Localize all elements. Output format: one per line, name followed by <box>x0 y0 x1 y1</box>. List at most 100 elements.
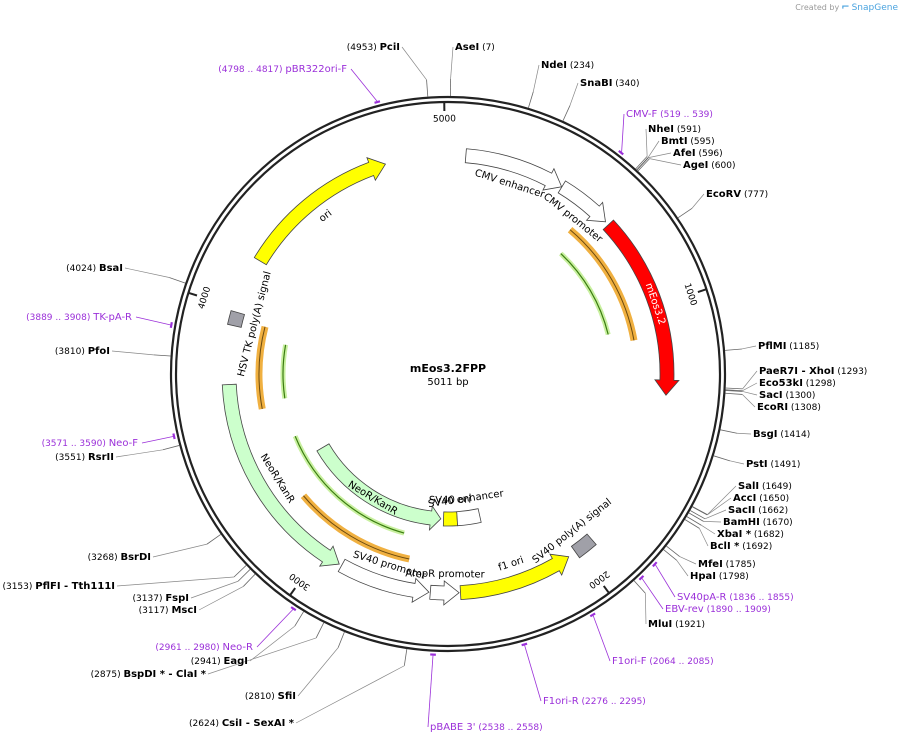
fsp-i-pos: (3137) <box>133 594 166 604</box>
bmt-i-enzyme: BmtI <box>661 136 688 147</box>
bsp-di-pos: (2875) <box>91 670 124 680</box>
sal-i-enzyme: SalI <box>738 481 759 492</box>
pfo-i-pos: (3810) <box>55 347 88 357</box>
pbabe-3-pos: (2538 .. 2558) <box>476 723 543 733</box>
eco-rv-tick <box>677 207 693 219</box>
f1ori-r-leader <box>524 645 542 702</box>
bmt-i-leader <box>647 140 660 158</box>
backbone-outer <box>169 95 727 653</box>
f1ori-r-pos: (2276 .. 2295) <box>579 697 646 707</box>
nhe-i-label: NheI (591) <box>648 124 701 135</box>
pae-r7i-tick <box>725 387 743 390</box>
ampr-promoter-arrow <box>429 580 460 606</box>
sv40-enhancer-arrow <box>456 508 482 527</box>
ampr-promoter-label: AmpR promoter <box>405 568 486 580</box>
bcl-i-tick <box>684 519 700 529</box>
neor-kanr-outer-arrow <box>221 383 340 567</box>
sna-bi-leader <box>569 82 579 106</box>
pfo-i-label: (3810) PfoI <box>55 346 110 357</box>
meos32-arrow <box>602 219 680 396</box>
sac-ii-tick <box>689 510 706 520</box>
pfl-mi-label: PflMI (1185) <box>758 341 819 352</box>
hpa-i-leader <box>676 560 689 577</box>
f1ori-r-name: F1ori-R <box>543 696 579 707</box>
msc-i-tick <box>243 573 256 587</box>
age-i-pos: (600) <box>708 161 735 171</box>
pfl-fi-extra: - Tth111I <box>61 581 115 592</box>
sac-ii-leader <box>704 509 727 520</box>
bsr-di-leader <box>152 543 208 558</box>
tk-pa-r-name: TK-pA-R <box>92 312 132 323</box>
mlu-i-leader <box>645 593 647 625</box>
sal-i-pos: (1649) <box>759 482 792 492</box>
tick-label: 5000 <box>433 114 456 124</box>
bam-hi-tick <box>688 512 704 522</box>
cmv-promoter-arrow <box>557 180 606 223</box>
sac-i-tick <box>725 390 743 392</box>
csi-i-leader <box>295 665 405 724</box>
neo-r-mark <box>290 606 297 612</box>
pst-i-pos: (1491) <box>768 460 801 470</box>
sac-ii-pos: (1662) <box>755 506 788 516</box>
snapgene-name: SnapGene <box>851 2 898 13</box>
bcl-i-enzyme: BclI * <box>710 541 740 552</box>
sv40-ori-label: SV40 ori <box>429 495 471 507</box>
pae-r7i-pos: (1293) <box>835 367 868 377</box>
msc-i-label: (3117) MscI <box>139 605 197 616</box>
eco-rv-pos: (777) <box>741 190 768 200</box>
bsa-i-leader <box>124 267 170 278</box>
eco53ki-pos: (1298) <box>803 379 836 389</box>
neo-f-label: (3571 .. 3590) Neo-F <box>42 438 139 449</box>
neo-r-pos: (2961 .. 2980) <box>155 643 222 653</box>
pci-i-label: (4953) PciI <box>347 42 400 53</box>
sac-ii-enzyme: SacII <box>728 505 755 516</box>
neo-f-name: Neo-F <box>109 438 139 449</box>
pci-i-enzyme: PciI <box>380 42 400 53</box>
neo-r-leader <box>256 609 294 648</box>
acc-i-label: AccI (1650) <box>733 493 789 504</box>
bsr-di-enzyme: BsrDI <box>120 552 151 563</box>
rsr-ii-label: (3551) RsrII <box>55 452 114 463</box>
bsa-i-tick <box>169 277 186 284</box>
pfo-i-leader <box>111 350 154 356</box>
rsr-ii-leader <box>115 449 163 458</box>
ebv-rev-name: EBV-rev <box>665 604 704 615</box>
xba-i-label: XbaI * (1682) <box>717 529 784 540</box>
pbr322ori-f-name: pBR322ori-F <box>285 64 347 75</box>
pae-r7i-leader <box>742 370 758 390</box>
nde-i-enzyme: NdeI <box>541 60 567 71</box>
pbabe-3-leader <box>427 655 434 728</box>
sal-i-leader <box>707 485 737 515</box>
mlu-i-enzyme: MluI <box>648 619 672 630</box>
sv40-ori-arrow <box>442 511 459 527</box>
bsg-i-pos: (1414) <box>777 430 810 440</box>
xba-i-leader <box>701 524 716 535</box>
meos32-label: mEos3.2 <box>643 282 667 327</box>
bsp-di-extra: - ClaI * <box>165 669 207 680</box>
created-by-text: Created by <box>795 3 840 12</box>
tk-pa-r-mark <box>169 322 173 328</box>
hpa-i-enzyme: HpaI <box>690 571 716 582</box>
bsr-di-tick <box>206 534 222 545</box>
eco53ki-label: Eco53kI (1298) <box>759 378 836 389</box>
pci-i-leader <box>401 46 427 80</box>
afe-i-pos: (596) <box>696 149 723 159</box>
neo-f-mark <box>172 433 176 440</box>
sac-i-leader <box>742 391 758 396</box>
msc-i-leader <box>198 586 244 611</box>
csi-i-pos: (2624) <box>189 719 222 729</box>
snapgene-brand: Created by ⌐ SnapGene <box>795 2 898 13</box>
neo-r-label: (2961 .. 2980) Neo-R <box>155 642 253 653</box>
neo-r-name: Neo-R <box>223 642 254 653</box>
bsp-di-enzyme: BspDI * <box>123 669 165 680</box>
f1-ori-label: f1 ori <box>497 555 525 574</box>
pst-i-enzyme: PstI <box>746 459 768 470</box>
xba-i-tick <box>686 516 702 526</box>
eco53ki-enzyme: Eco53kI <box>759 378 803 389</box>
msc-i-enzyme: MscI <box>171 605 197 616</box>
ebv-rev-leader <box>641 578 664 610</box>
cmv-f-name: CMV-F <box>626 109 657 120</box>
pbabe-3-label: pBABE 3' (2538 .. 2558) <box>430 722 543 733</box>
pfl-fi-label: (3153) PflFI - Tth111I <box>2 581 115 592</box>
